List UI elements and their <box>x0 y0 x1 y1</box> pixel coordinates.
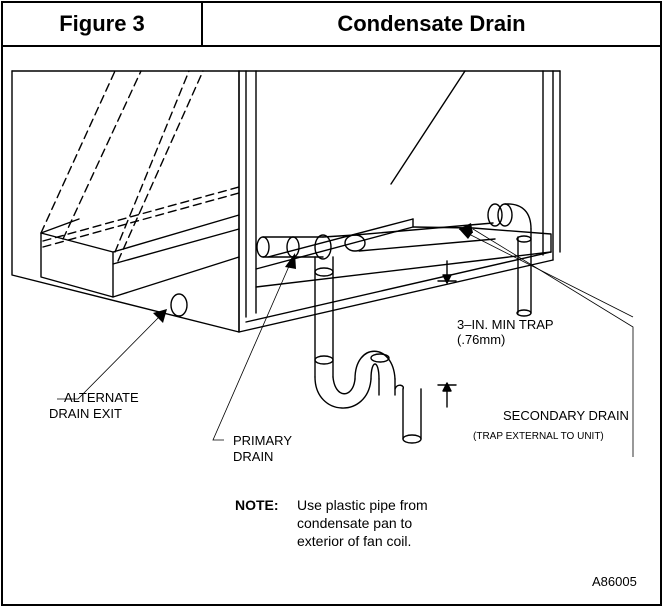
trap-label-1: 3–IN. MIN TRAP <box>457 317 554 332</box>
alternate-drain-label-1: ALTERNATE <box>64 390 139 405</box>
primary-drain-label-2: DRAIN <box>233 449 273 464</box>
note-line-3: exterior of fan coil. <box>297 533 411 549</box>
figure-code: A86005 <box>592 574 637 589</box>
secondary-drain-note: (TRAP EXTERNAL TO UNIT) <box>473 431 604 442</box>
fan-coil-cabinet <box>11 70 561 333</box>
condensate-pan <box>255 218 552 288</box>
note-line-1: Use plastic pipe from <box>297 497 428 513</box>
trap-dimension <box>437 260 457 408</box>
alternate-drain-label-2: DRAIN EXIT <box>49 406 122 421</box>
alternate-arrow-icon <box>153 309 167 323</box>
secondary-drain-pipe <box>487 203 532 317</box>
figure-title: Condensate Drain <box>337 11 526 36</box>
figure-number: Figure 3 <box>3 3 203 45</box>
secondary-drain-label: SECONDARY DRAIN <box>503 408 629 423</box>
primary-leader <box>212 256 294 441</box>
primary-arrow-icon <box>285 253 296 269</box>
figure-header: Figure 3 Condensate Drain <box>3 3 660 47</box>
alternate-drain-hole <box>170 293 188 317</box>
note-line-2: condensate pan to <box>297 515 412 531</box>
primary-drain-pipe <box>256 222 496 444</box>
coil-section <box>40 70 240 298</box>
alternate-leader <box>57 314 162 400</box>
secondary-leader <box>472 228 634 457</box>
primary-drain-label-1: PRIMARY <box>233 433 292 448</box>
condensate-drain-diagram: ALTERNATE DRAIN EXIT PRIMARY DRAIN 3–IN.… <box>11 70 637 589</box>
trap-label-2: (.76mm) <box>457 332 505 347</box>
note-key: NOTE: <box>235 497 279 513</box>
